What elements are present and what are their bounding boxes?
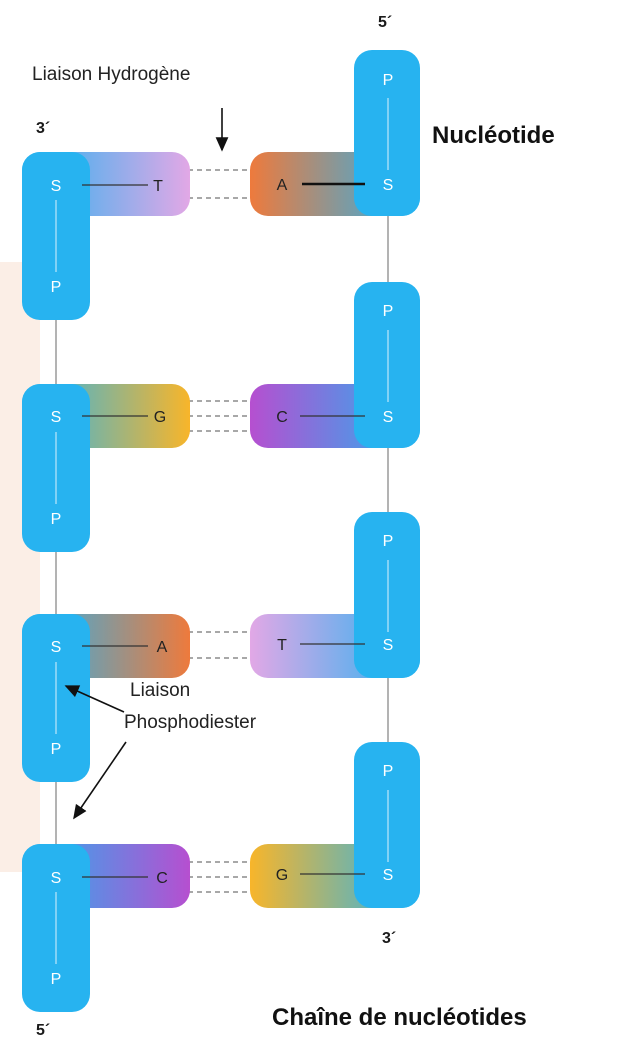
right-sugar-label-3: S [383,637,394,654]
left-sugar-label-1: S [51,178,62,195]
left-phosphate-label-4: P [51,971,62,988]
right-phosphate-label-4: P [383,763,394,780]
right-nucleotide-4 [250,742,420,908]
nucleotide-label: Nucléotide [432,122,555,149]
right-base-letter-2: C [276,409,288,426]
hydrogen-bond-label: Liaison Hydrogène [32,64,191,85]
left-base-letter-4: C [156,870,168,887]
right-sugar-label-4: S [383,867,394,884]
right-sugar-label-1: S [383,177,394,194]
left-sugar-label-3: S [51,639,62,656]
right-nucleotide-3 [250,512,420,678]
chain-label: Chaîne de nucléotides [272,1004,527,1031]
three-prime-top-label: 3´ [36,120,51,137]
three-prime-bottom-label: 3´ [382,930,397,947]
phosphodiester-arrow-1 [64,685,125,713]
right-base-letter-4: G [276,867,288,884]
right-sugar-label-2: S [383,409,394,426]
right-sugar-phosphate-1 [354,50,420,216]
left-base-letter-3: A [157,639,168,656]
right-base-letter-1: A [277,177,288,194]
left-phosphate-label-3: P [51,741,62,758]
five-prime-bottom-label: 5´ [36,1022,51,1039]
left-nucleotide-4 [22,844,190,1012]
right-phosphate-label-3: P [383,533,394,550]
right-base-letter-3: T [277,637,287,654]
right-sugar-phosphate-3 [354,512,420,678]
five-prime-top-label: 5´ [378,14,393,31]
right-phosphate-label-2: P [383,303,394,320]
left-nucleotide-2 [22,384,190,552]
left-nucleotide-3 [22,614,190,782]
left-phosphate-label-1: P [51,279,62,296]
right-phosphate-label-1: P [383,72,394,89]
left-sugar-label-2: S [51,409,62,426]
phosphodiester-arrow-2 [73,741,127,820]
right-nucleotide-2 [250,282,420,448]
right-sugar-phosphate-4 [354,742,420,908]
left-phosphate-label-2: P [51,511,62,528]
phosphodiester-label-line2: Phosphodiester [124,712,257,733]
left-base-letter-2: G [154,409,166,426]
hydrogen-bonds [188,169,252,893]
left-base-letter-1: T [153,178,163,195]
left-sugar-label-4: S [51,870,62,887]
phosphodiester-label-line1: Liaison [130,680,191,701]
left-nucleotide-1 [22,152,190,320]
right-nucleotide-1 [250,50,420,216]
right-sugar-phosphate-2 [354,282,420,448]
